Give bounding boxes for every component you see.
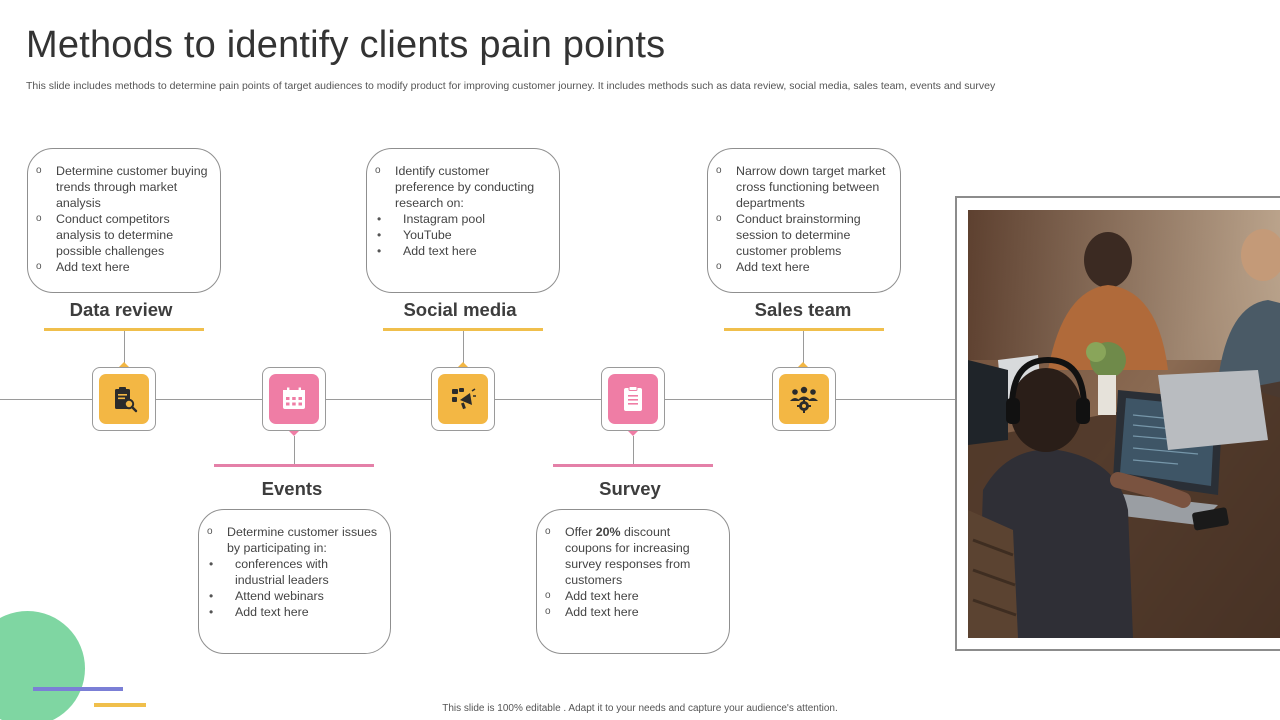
sales-team-bar bbox=[724, 328, 884, 331]
connector-line bbox=[294, 436, 295, 464]
survey-box: Offer 20% discount coupons for increasin… bbox=[536, 509, 730, 654]
data-review-node bbox=[92, 367, 156, 431]
page-title: Methods to identify clients pain points bbox=[26, 24, 666, 66]
pointer-triangle bbox=[458, 362, 468, 367]
social-media-label: Social media bbox=[403, 299, 517, 320]
events-bar bbox=[214, 464, 374, 467]
list-item: Determine customer buying trends through… bbox=[36, 163, 210, 211]
events-box: Determine customer issues by participati… bbox=[198, 509, 391, 654]
purple-line-decoration bbox=[33, 687, 123, 691]
pointer-triangle bbox=[119, 362, 129, 367]
connector-line bbox=[463, 331, 464, 363]
team-working-photo bbox=[968, 210, 1280, 638]
list-item: Instagram pool bbox=[375, 211, 549, 227]
page-subtitle: This slide includes methods to determine… bbox=[26, 80, 996, 92]
list-item: conferences with industrial leaders bbox=[207, 556, 380, 588]
list-item: Add text here bbox=[545, 604, 719, 620]
list-item: Add text here bbox=[375, 243, 549, 259]
sales-team-node bbox=[772, 367, 836, 431]
survey-label: Survey bbox=[599, 478, 661, 499]
list-item: Attend webinars bbox=[207, 588, 380, 604]
list-item: YouTube bbox=[375, 227, 549, 243]
pointer-triangle bbox=[289, 431, 299, 436]
team-gear-icon bbox=[790, 386, 818, 413]
megaphone-icon bbox=[452, 388, 476, 410]
pointer-triangle bbox=[798, 362, 808, 367]
list-item: Add text here bbox=[545, 588, 719, 604]
calendar-icon bbox=[283, 387, 305, 409]
list-item: Add text here bbox=[36, 259, 210, 275]
list-item: Identify customer preference by conducti… bbox=[375, 163, 549, 211]
list-item: Determine customer issues by participati… bbox=[207, 524, 380, 556]
social-media-node bbox=[431, 367, 495, 431]
list-item: Conduct competitors analysis to determin… bbox=[36, 211, 210, 259]
data-review-box: Determine customer buying trends through… bbox=[27, 148, 221, 293]
survey-bar bbox=[553, 464, 713, 467]
gold-line-decoration bbox=[94, 703, 146, 707]
list-item: Add text here bbox=[207, 604, 380, 620]
events-label: Events bbox=[261, 478, 323, 499]
social-media-bar bbox=[383, 328, 543, 331]
list-item: Conduct brainstorming session to determi… bbox=[716, 211, 890, 259]
data-review-bar bbox=[44, 328, 204, 331]
survey-form-icon bbox=[624, 386, 642, 411]
list-item: Offer 20% discount coupons for increasin… bbox=[545, 524, 719, 588]
events-node bbox=[262, 367, 326, 431]
connector-line bbox=[803, 331, 804, 363]
footer-note: This slide is 100% editable . Adapt it t… bbox=[442, 703, 838, 714]
connector-line bbox=[633, 436, 634, 464]
connector-line bbox=[124, 331, 125, 363]
list-item: Narrow down target market cross function… bbox=[716, 163, 890, 211]
survey-node bbox=[601, 367, 665, 431]
pointer-triangle bbox=[628, 431, 638, 436]
sales-team-box: Narrow down target market cross function… bbox=[707, 148, 901, 293]
social-media-box: Identify customer preference by conducti… bbox=[366, 148, 560, 293]
sales-team-label: Sales team bbox=[754, 299, 852, 320]
clipboard-search-icon bbox=[115, 387, 138, 413]
list-item: Add text here bbox=[716, 259, 890, 275]
data-review-label: Data review bbox=[69, 299, 173, 320]
